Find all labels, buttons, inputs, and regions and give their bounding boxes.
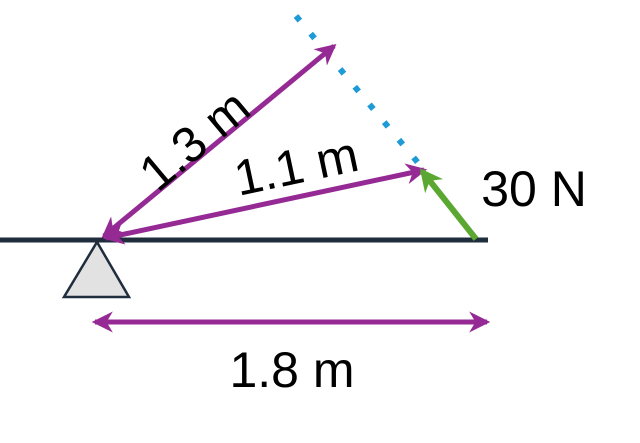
- beam-length-label: 1.8 m: [229, 342, 354, 398]
- line-of-action: [293, 14, 427, 172]
- lower-arm-arrow: [102, 163, 428, 245]
- force-arrow: [419, 168, 479, 241]
- pivot-triangle: [61, 239, 132, 299]
- force-label: 30 N: [481, 161, 587, 217]
- lower-arm-label: 1.1 m: [229, 126, 363, 207]
